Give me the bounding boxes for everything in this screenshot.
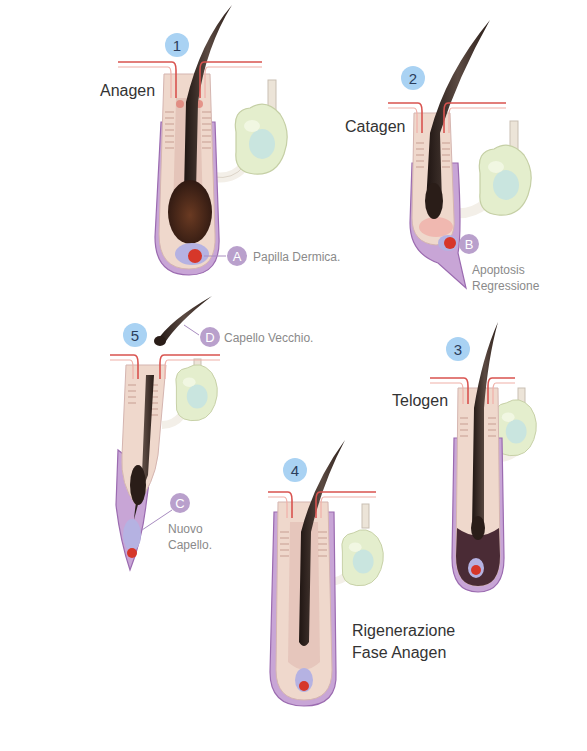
- step-number-text: 4: [291, 463, 299, 478]
- callout-letter-text: C: [175, 497, 184, 510]
- step-number: 1: [165, 33, 189, 57]
- callout-text: Nuovo Capello.: [168, 521, 228, 553]
- phase-name: Catagen: [345, 116, 406, 138]
- callout-text: Papilla Dermica.: [253, 249, 340, 265]
- callout-text: Capello Vecchio.: [224, 330, 313, 346]
- phase-name: Rigenerazione Fase Anagen: [352, 620, 470, 664]
- anagen-follicle: [118, 5, 287, 275]
- catagen-follicle: [388, 20, 531, 288]
- callout-letter-text: D: [205, 331, 214, 344]
- step-number: 5: [123, 323, 147, 347]
- step-number: 4: [283, 458, 307, 482]
- callout-letter-text: B: [465, 238, 474, 251]
- regeneration-follicle: [268, 440, 383, 706]
- step-number: 2: [401, 66, 425, 90]
- step-number-text: 1: [173, 38, 181, 53]
- callout-letter-text: A: [233, 250, 242, 263]
- phase-name: Anagen: [100, 80, 155, 102]
- callout-letter: D: [200, 327, 220, 347]
- callout-text: Apoptosis Regressione: [472, 262, 552, 294]
- new-hair-follicle: [110, 355, 220, 570]
- leader-line: [184, 325, 199, 335]
- leader-line: [204, 256, 226, 257]
- callout-letter: C: [170, 493, 190, 513]
- step-number-text: 5: [131, 328, 139, 343]
- callout-letter: B: [459, 234, 479, 254]
- phase-name: Telogen: [392, 390, 448, 412]
- step-number-text: 3: [454, 342, 462, 357]
- callout-letter: A: [227, 246, 247, 266]
- telogen-follicle: [430, 322, 536, 592]
- step-number-text: 2: [409, 71, 417, 86]
- leader-line: [142, 510, 172, 530]
- step-number: 3: [446, 337, 470, 361]
